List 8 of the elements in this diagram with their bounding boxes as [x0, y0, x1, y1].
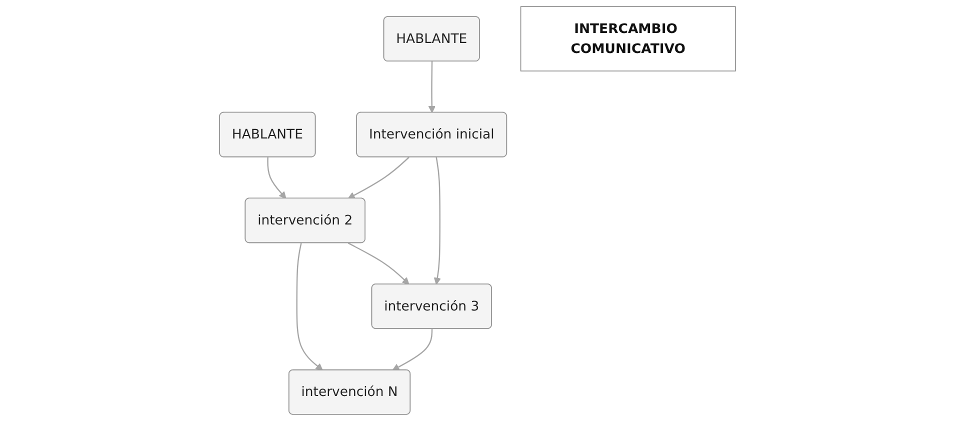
arrow	[266, 157, 286, 199]
arrow	[347, 242, 409, 285]
arrow	[347, 156, 409, 199]
arrow	[428, 61, 436, 113]
arrow	[392, 328, 432, 371]
arrow	[433, 157, 441, 285]
node-box: INTERCAMBIO COMUNICATIVO	[520, 6, 736, 72]
arrow	[296, 242, 322, 371]
